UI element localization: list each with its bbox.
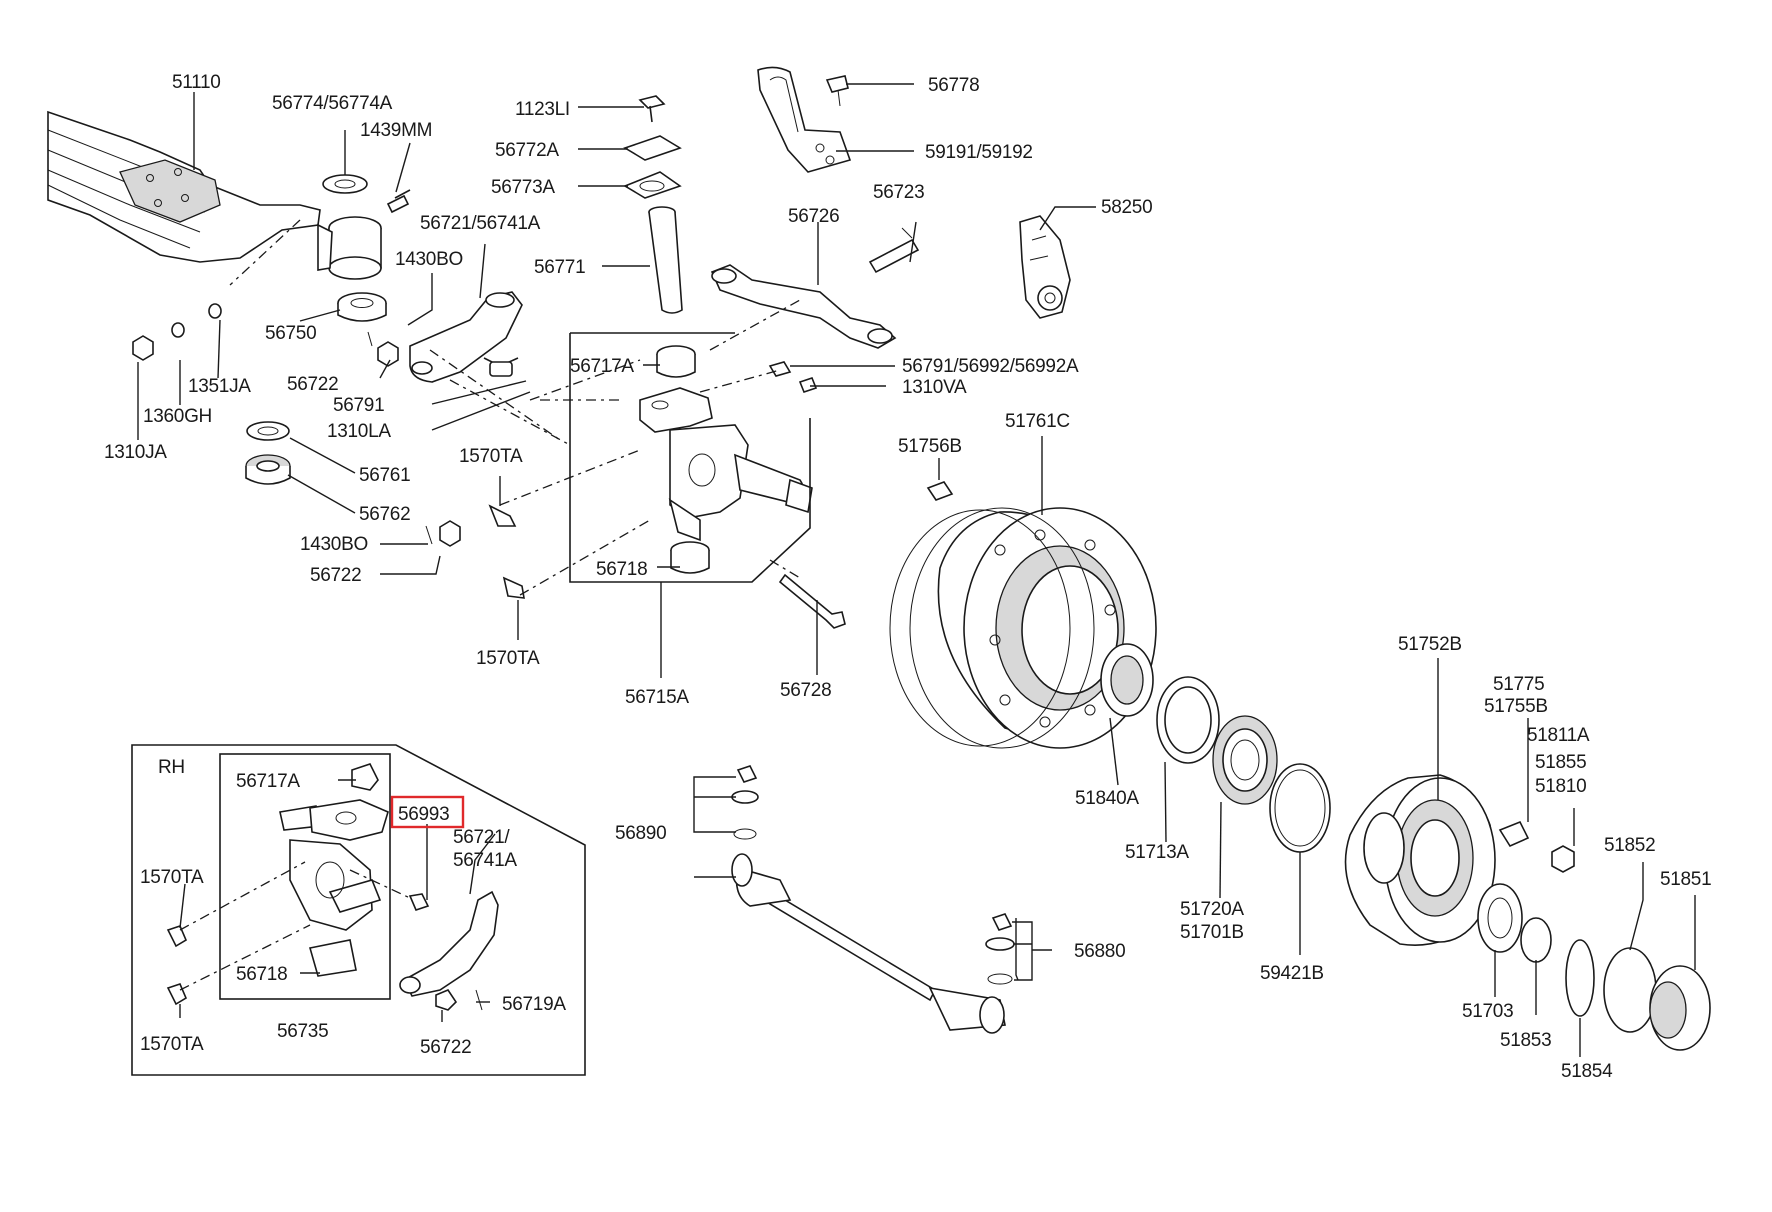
grease-fittings-drawing xyxy=(488,361,846,629)
label-1570ta-rh1[interactable]: 1570TA xyxy=(140,867,204,888)
label-51853[interactable]: 51853 xyxy=(1500,1030,1552,1051)
steering-arm-drawing xyxy=(409,291,523,383)
label-56890[interactable]: 56890 xyxy=(615,823,667,844)
tie-rod-drawing xyxy=(731,765,1015,1034)
label-56722-top[interactable]: 56722 xyxy=(287,374,339,395)
label-51703[interactable]: 51703 xyxy=(1462,1001,1514,1022)
label-1310la[interactable]: 1310LA xyxy=(327,421,392,442)
part-labels: 51110 56774/56774A 1439MM 1123LI 56778 5… xyxy=(104,72,1712,1082)
label-56993[interactable]: 56993 xyxy=(398,804,450,825)
label-56791-left[interactable]: 56791 xyxy=(333,395,385,416)
label-51756b[interactable]: 51756B xyxy=(898,436,962,457)
label-51810[interactable]: 51810 xyxy=(1535,776,1587,797)
label-51755b[interactable]: 51755B xyxy=(1484,696,1548,717)
hub-end-parts-drawing xyxy=(1477,883,1711,1051)
label-56717a-rh[interactable]: 56717A xyxy=(236,771,301,792)
label-56718-top[interactable]: 56718 xyxy=(596,559,648,580)
label-56722-rh[interactable]: 56722 xyxy=(420,1037,472,1058)
label-51811a[interactable]: 51811A xyxy=(1527,725,1590,746)
label-56761[interactable]: 56761 xyxy=(359,465,411,486)
label-51852[interactable]: 51852 xyxy=(1604,835,1656,856)
label-56750[interactable]: 56750 xyxy=(265,323,317,344)
label-51775[interactable]: 51775 xyxy=(1493,674,1545,695)
label-56718-rh[interactable]: 56718 xyxy=(236,964,288,985)
label-56721-rh[interactable]: 56721/ xyxy=(453,827,511,848)
label-56719a[interactable]: 56719A xyxy=(502,994,567,1015)
label-51854[interactable]: 51854 xyxy=(1561,1061,1613,1082)
label-51761c[interactable]: 51761C xyxy=(1005,411,1070,432)
label-1570ta-rh2[interactable]: 1570TA xyxy=(140,1034,204,1055)
rh-steering-arm-drawing xyxy=(399,890,499,1011)
slack-adjuster-58250-drawing xyxy=(1019,215,1071,319)
label-1123li[interactable]: 1123LI xyxy=(515,99,570,120)
label-56723[interactable]: 56723 xyxy=(873,182,925,203)
label-rh: RH xyxy=(158,757,185,778)
label-51713a[interactable]: 51713A xyxy=(1125,842,1190,863)
rh-knuckle-drawing xyxy=(279,763,389,977)
label-1430bo-top[interactable]: 1430BO xyxy=(395,249,463,270)
label-56741a-rh[interactable]: 56741A xyxy=(453,850,518,871)
label-1351ja[interactable]: 1351JA xyxy=(188,376,252,397)
label-1360gh[interactable]: 1360GH xyxy=(143,406,212,427)
label-51851[interactable]: 51851 xyxy=(1660,869,1712,890)
kit-56715a-bracket xyxy=(569,332,811,678)
label-56771[interactable]: 56771 xyxy=(534,257,586,278)
king-pin-drawing xyxy=(623,95,710,574)
label-51840a[interactable]: 51840A xyxy=(1075,788,1140,809)
label-1570ta-mid[interactable]: 1570TA xyxy=(476,648,540,669)
axle-hardware-drawing xyxy=(132,174,461,547)
label-51720a[interactable]: 51720A xyxy=(1180,899,1245,920)
label-1439mm[interactable]: 1439MM xyxy=(360,120,432,141)
label-56722-mid[interactable]: 56722 xyxy=(310,565,362,586)
leader-lines xyxy=(137,83,1696,1057)
axle-beam-drawing xyxy=(47,110,382,280)
pitman-arm-56726-drawing xyxy=(710,227,920,349)
label-51752b[interactable]: 51752B xyxy=(1398,634,1462,655)
label-56735[interactable]: 56735 xyxy=(277,1021,329,1042)
label-56774[interactable]: 56774/56774A xyxy=(272,93,393,114)
label-56726[interactable]: 56726 xyxy=(788,206,840,227)
label-59421b[interactable]: 59421B xyxy=(1260,963,1324,984)
label-51701b[interactable]: 51701B xyxy=(1180,922,1244,943)
label-51855[interactable]: 51855 xyxy=(1535,752,1587,773)
label-56773a[interactable]: 56773A xyxy=(491,177,556,198)
label-1310ja[interactable]: 1310JA xyxy=(104,442,168,463)
steering-knuckle-drawing xyxy=(639,387,813,542)
label-56715a[interactable]: 56715A xyxy=(625,687,690,708)
label-56717a-top[interactable]: 56717A xyxy=(570,356,635,377)
rh-fittings-drawing xyxy=(166,893,430,1006)
bracket-59191-drawing xyxy=(757,66,852,173)
label-51110[interactable]: 51110 xyxy=(172,72,221,93)
label-56791-right[interactable]: 56791/56992/56992A xyxy=(902,356,1079,377)
seals-bearings-drawing xyxy=(1100,643,1331,853)
label-1430bo-bot[interactable]: 1430BO xyxy=(300,534,368,555)
label-56772a[interactable]: 56772A xyxy=(495,140,560,161)
label-59191[interactable]: 59191/59192 xyxy=(925,142,1033,163)
label-56728[interactable]: 56728 xyxy=(780,680,832,701)
label-1570ta-top[interactable]: 1570TA xyxy=(459,446,523,467)
label-56762[interactable]: 56762 xyxy=(359,504,411,525)
label-1310va[interactable]: 1310VA xyxy=(902,377,967,398)
label-58250[interactable]: 58250 xyxy=(1101,197,1153,218)
rh-inset-frame xyxy=(131,744,586,1076)
label-56880[interactable]: 56880 xyxy=(1074,941,1126,962)
wheel-hub-drawing xyxy=(1344,774,1575,946)
label-56721-top[interactable]: 56721/56741A xyxy=(420,213,541,234)
centerlines xyxy=(179,219,801,991)
label-56778[interactable]: 56778 xyxy=(928,75,980,96)
highlight-box xyxy=(390,795,465,829)
